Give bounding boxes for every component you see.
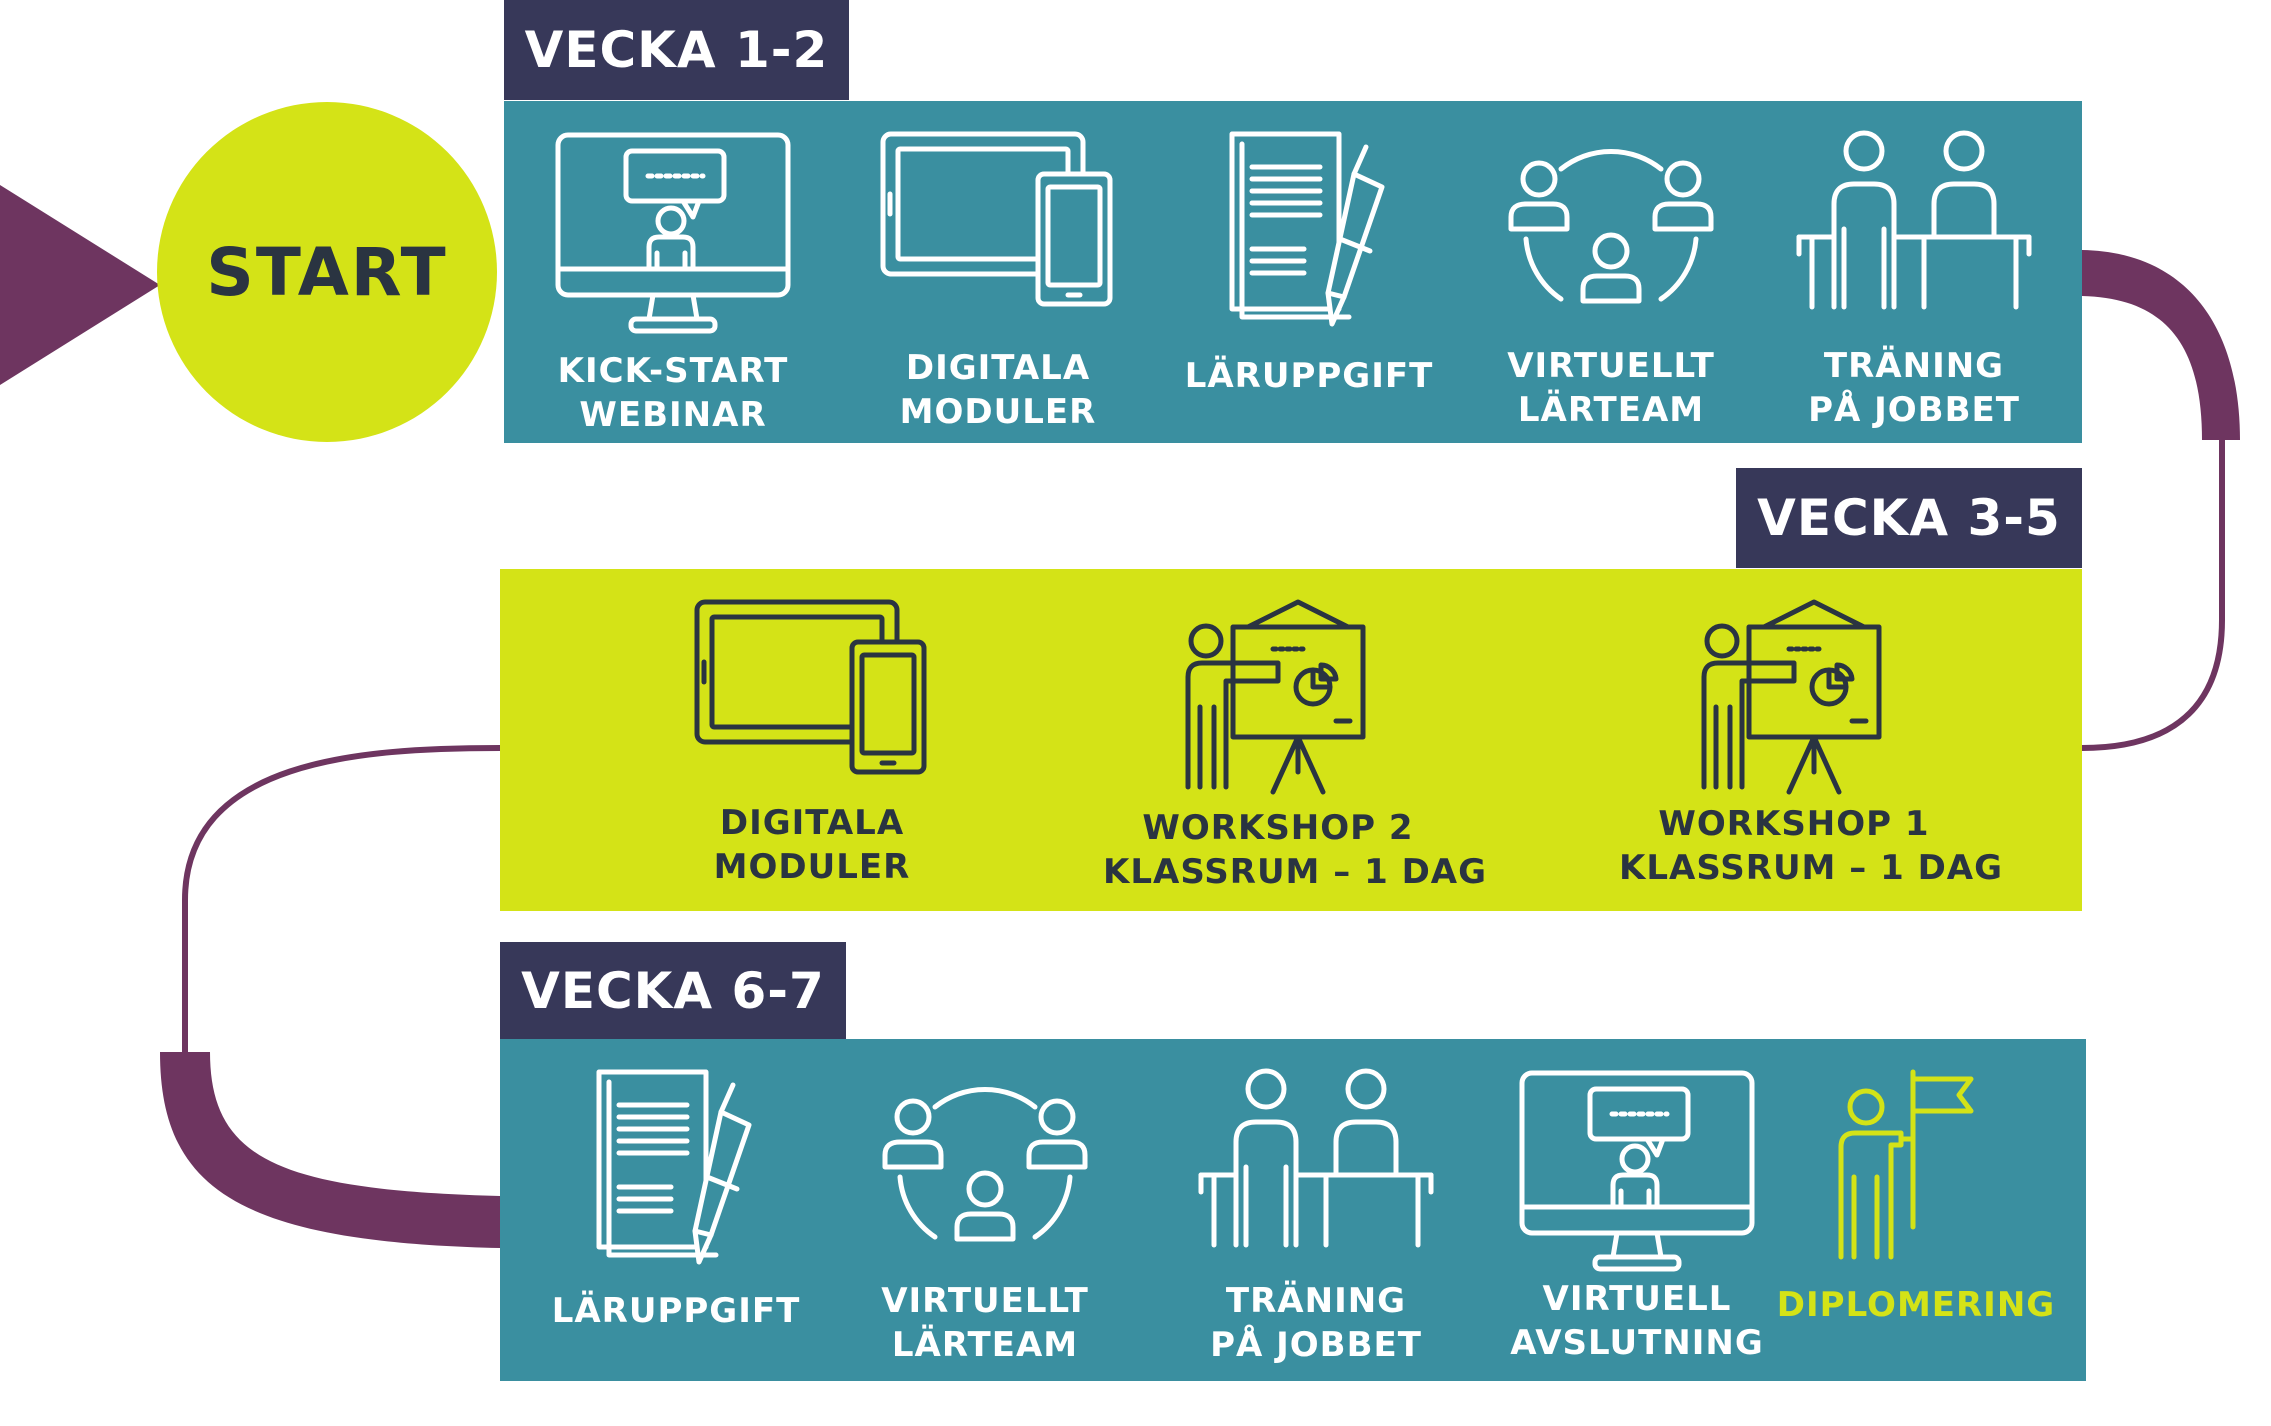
presenter-easel-icon [1701, 599, 1882, 795]
item-label-line-1: TRÄNING [1823, 346, 2005, 386]
item-label-line-2: MODULER [899, 392, 1097, 432]
week-1-item: LÄRUPPGIFT [1179, 101, 1439, 443]
item-label-line-2: KLASSRUM – 1 DAG [1619, 848, 2004, 888]
item-label-line-2: LÄRTEAM [1517, 390, 1705, 430]
item-label-line-2: LÄRTEAM [891, 1325, 1079, 1365]
webinar-monitor-icon [1519, 1070, 1755, 1272]
week-tab-1: VECKA 1-2 [504, 0, 849, 100]
item-label-line-2: KLASSRUM – 1 DAG [1103, 852, 1488, 892]
item-label-line-2: PÅ JOBBET [1808, 390, 2020, 430]
item-label-line-1: DIGITALA [719, 803, 905, 843]
start-node: START [157, 102, 497, 442]
item-label-line-1: VIRTUELL [1542, 1279, 1732, 1319]
item-label-line-2: PÅ JOBBET [1210, 1325, 1422, 1365]
desk-workers-icon [1796, 130, 2032, 310]
desk-workers-icon [1198, 1068, 1434, 1248]
item-label-line-1: DIGITALA [905, 348, 1091, 388]
team-circle-icon [1508, 149, 1714, 304]
item-label-line-1: VIRTUELLT [1507, 346, 1715, 386]
document-pen-icon [596, 1069, 752, 1265]
week-tab-3: VECKA 6-7 [500, 942, 846, 1039]
item-label-line-1: DIPLOMERING [1776, 1285, 2056, 1325]
webinar-monitor-icon [555, 132, 791, 334]
item-label-line-2: AVSLUTNING [1510, 1323, 1764, 1363]
tablet-phone-icon [880, 131, 1113, 307]
item-label-line-1: LÄRUPPGIFT [1184, 356, 1434, 396]
item-label: LÄRUPPGIFT [1149, 354, 1469, 398]
start-arrow-icon [0, 185, 160, 385]
item-label: DIPLOMERING [1751, 1283, 2081, 1327]
item-label-line-1: TRÄNING [1225, 1281, 1407, 1321]
item-label-line-1: WORKSHOP 1 [1658, 804, 1930, 844]
item-label-line-1: WORKSHOP 2 [1142, 808, 1414, 848]
team-circle-icon [882, 1087, 1088, 1242]
tablet-phone-icon [694, 599, 927, 775]
item-label-line-2: WEBINAR [579, 395, 767, 435]
item-label-line-1: KICK-START [557, 351, 789, 391]
item-label-line-1: LÄRUPPGIFT [551, 1291, 801, 1331]
week-3-item: LÄRUPPGIFT [541, 1039, 811, 1381]
item-label: LÄRUPPGIFT [511, 1289, 841, 1333]
week-tab-2: VECKA 3-5 [1736, 468, 2082, 568]
presenter-easel-icon [1185, 599, 1366, 795]
item-label-line-1: VIRTUELLT [881, 1281, 1089, 1321]
document-pen-icon [1229, 131, 1385, 327]
item-label-line-2: MODULER [713, 847, 911, 887]
person-flag-icon [1838, 1069, 1974, 1260]
week-3-item: DIPLOMERING [1777, 1039, 2054, 1381]
start-label: START [206, 233, 448, 311]
